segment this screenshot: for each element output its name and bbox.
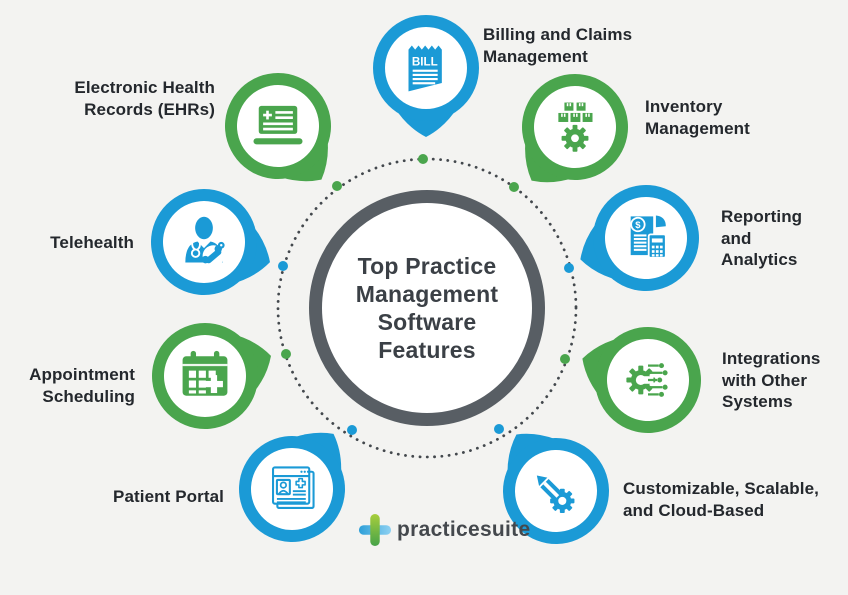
gear-circuit-icon bbox=[573, 305, 723, 455]
badge-appointment bbox=[130, 301, 280, 451]
logo-text: practicesuite bbox=[397, 518, 531, 541]
logo-plus-icon bbox=[358, 513, 392, 547]
label-billing: Billing and Claims Management bbox=[483, 25, 633, 66]
infographic-canvas: Top Practice Management Software Feature… bbox=[29, 0, 821, 580]
label-custom: Customizable, Scalable, and Cloud-Based bbox=[623, 479, 819, 520]
label-appointment: Appointment Scheduling bbox=[29, 365, 135, 406]
badge-inventory bbox=[500, 52, 650, 202]
badge-billing: BILL bbox=[351, 0, 501, 143]
badge-custom bbox=[481, 416, 631, 566]
inventory-boxes-gear-icon bbox=[500, 52, 650, 202]
patient-browser-icon bbox=[217, 414, 367, 564]
pencil-gear-icon bbox=[481, 416, 631, 566]
label-telehealth: Telehealth bbox=[50, 233, 134, 252]
ehr-laptop-icon bbox=[203, 51, 353, 201]
svg-text:$: $ bbox=[635, 220, 641, 231]
calendar-plus-icon bbox=[130, 301, 280, 451]
doctor-phone-icon bbox=[129, 167, 279, 317]
badge-telehealth bbox=[129, 167, 279, 317]
label-integrations: Integrations with Other Systems bbox=[722, 349, 821, 411]
badge-ehr bbox=[203, 51, 353, 201]
label-reporting: Reporting and Analytics bbox=[721, 207, 803, 269]
badge-reporting: $ bbox=[571, 163, 721, 313]
page-title: Top Practice Management Software Feature… bbox=[355, 253, 499, 363]
label-inventory: Inventory Management bbox=[645, 97, 750, 138]
practicesuite-logo: practicesuite bbox=[358, 512, 530, 548]
bill-receipt-icon: BILL bbox=[351, 0, 501, 143]
center-title-circle: Top Practice Management Software Feature… bbox=[309, 190, 545, 426]
badge-portal bbox=[217, 414, 367, 564]
report-calculator-icon: $ bbox=[571, 163, 721, 313]
badge-integrations bbox=[573, 305, 723, 455]
label-portal: Patient Portal bbox=[113, 487, 224, 506]
label-ehr: Electronic Health Records (EHRs) bbox=[74, 78, 215, 119]
svg-text:BILL: BILL bbox=[412, 56, 438, 69]
